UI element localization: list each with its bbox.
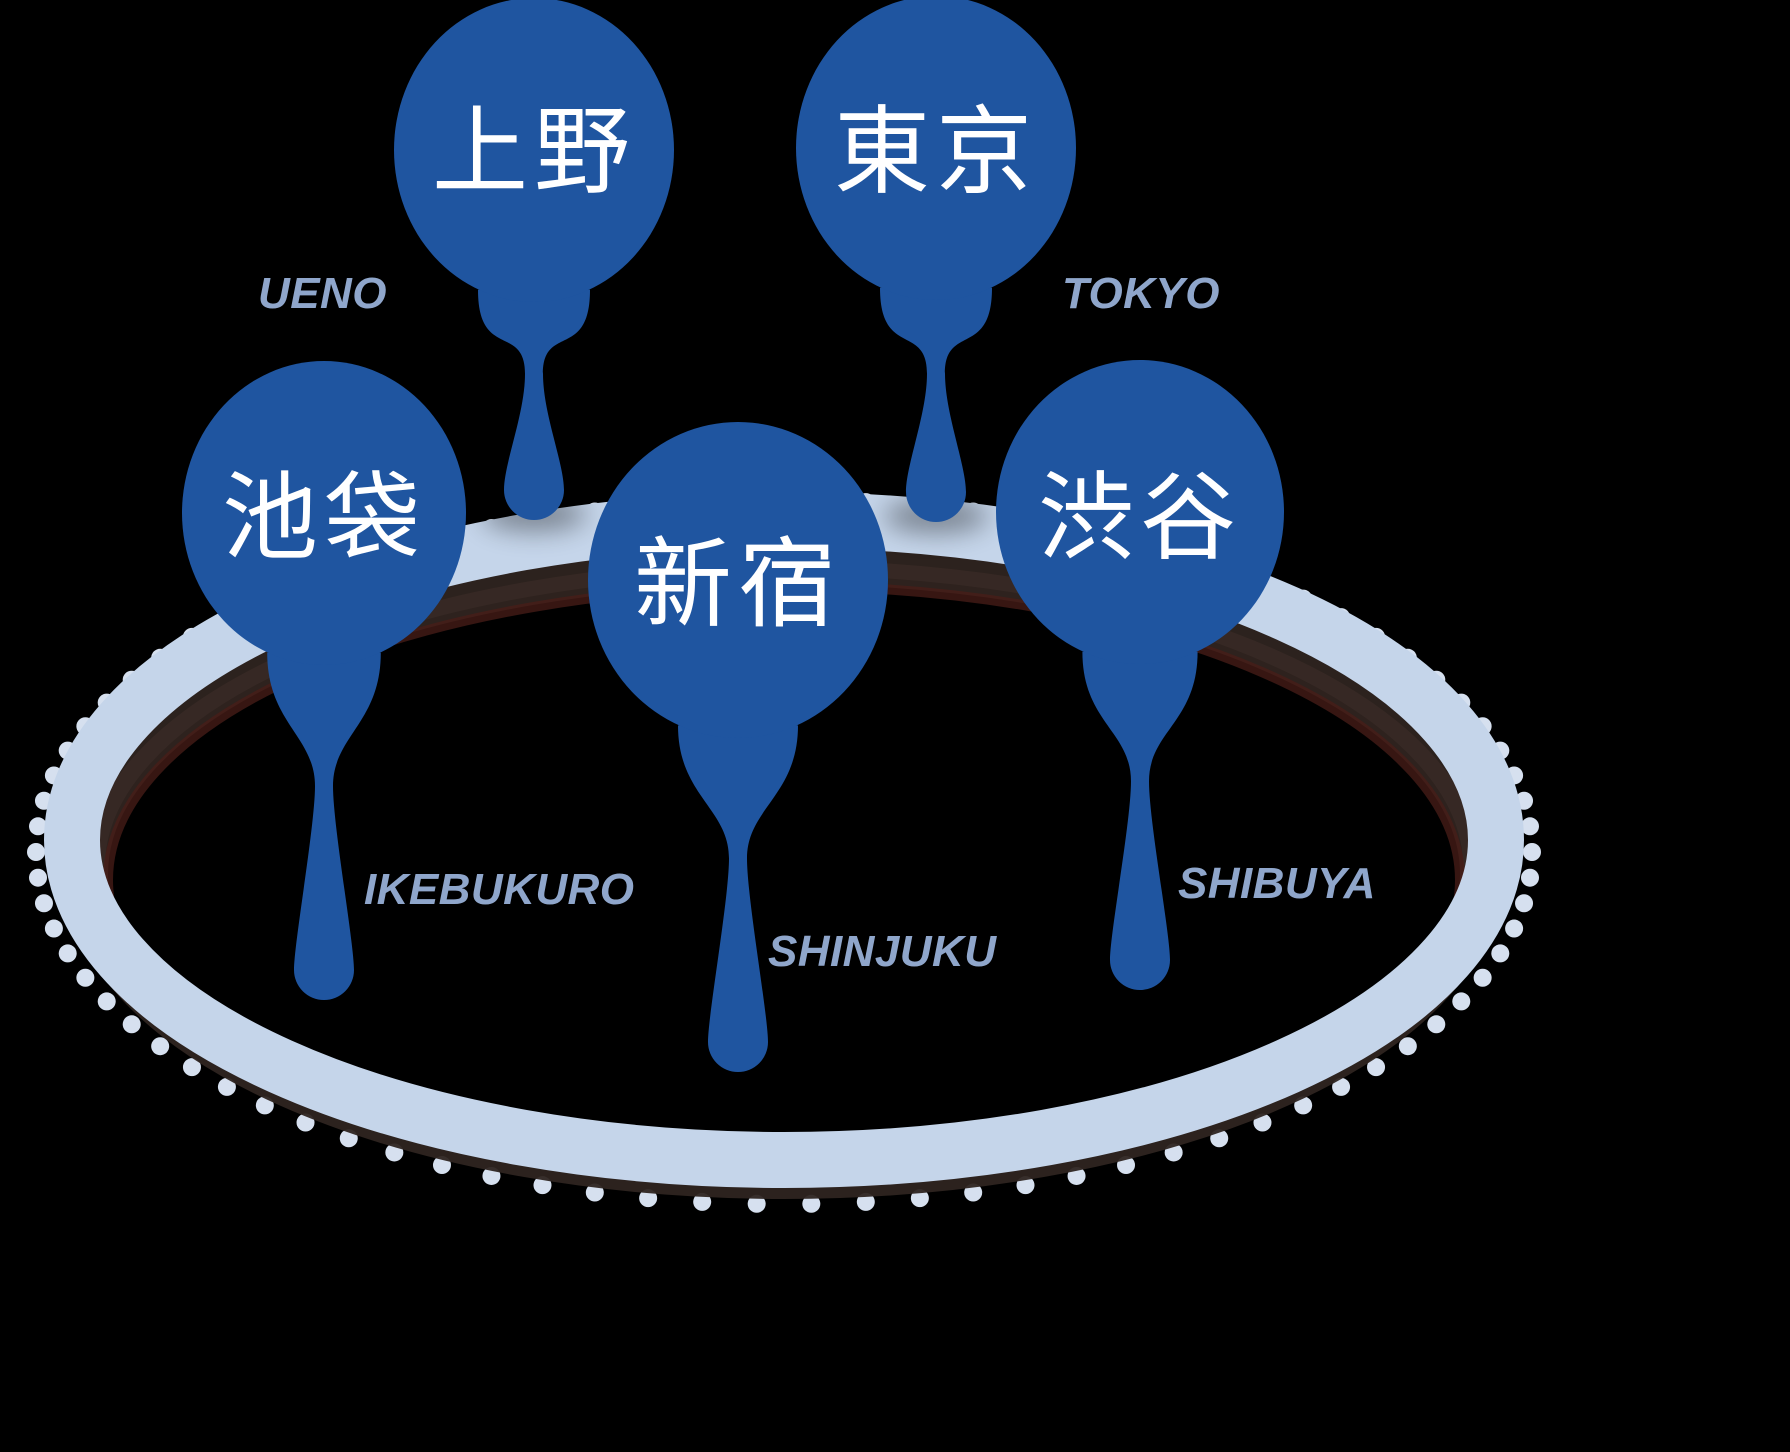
ring-dot bbox=[639, 1189, 658, 1208]
ring-dot bbox=[747, 1194, 766, 1213]
ring-dot bbox=[1473, 968, 1492, 987]
ring-dot bbox=[29, 817, 47, 836]
pin-head[interactable] bbox=[588, 422, 888, 738]
ring-dot bbox=[1427, 1015, 1446, 1034]
ring-dot bbox=[58, 944, 77, 963]
romaji-label-shinjuku: SHINJUKU bbox=[768, 927, 997, 976]
pin-head[interactable] bbox=[394, 0, 674, 302]
ring-dot bbox=[802, 1194, 821, 1213]
ring-dot bbox=[122, 1015, 141, 1034]
ring-dot bbox=[856, 1192, 875, 1211]
ring-dot bbox=[151, 1037, 170, 1056]
ring-dot bbox=[97, 992, 116, 1011]
pin-kanji-label: 渋谷 bbox=[1038, 462, 1242, 574]
pin-head[interactable] bbox=[182, 361, 466, 665]
ring-dot bbox=[76, 968, 95, 987]
romaji-label-ueno: UENO bbox=[258, 269, 387, 318]
pin-tail bbox=[478, 289, 590, 520]
ring-dot bbox=[44, 919, 63, 938]
ring-dot bbox=[1398, 1037, 1417, 1056]
ring-dot bbox=[255, 1096, 274, 1115]
station-pin-tokyo[interactable]: 東京 bbox=[796, 0, 1076, 533]
ring-dot bbox=[34, 894, 53, 913]
pin-head[interactable] bbox=[796, 0, 1076, 300]
ring-dot bbox=[1523, 843, 1541, 861]
romaji-label-tokyo: TOKYO bbox=[1062, 269, 1220, 318]
ring-dot bbox=[1332, 1077, 1351, 1096]
pin-tail bbox=[880, 287, 992, 522]
ring-dot bbox=[27, 843, 45, 861]
romaji-label-ikebukuro: IKEBUKURO bbox=[364, 865, 635, 914]
pin-tail bbox=[1082, 651, 1198, 990]
ring-dot bbox=[1505, 919, 1524, 938]
ring-dot bbox=[1521, 868, 1539, 887]
station-pin-ikebukuro[interactable]: 池袋 bbox=[182, 361, 466, 1011]
pin-tail bbox=[678, 725, 798, 1072]
pin-kanji-label: 東京 bbox=[834, 96, 1038, 208]
pin-kanji-label: 上野 bbox=[432, 96, 636, 208]
romaji-label-shibuya: SHIBUYA bbox=[1178, 859, 1376, 908]
ring-dot bbox=[1367, 1058, 1386, 1077]
pin-head[interactable] bbox=[996, 360, 1284, 664]
station-pin-shinjuku[interactable]: 新宿 bbox=[588, 422, 888, 1083]
pin-tail bbox=[267, 652, 381, 1000]
ring-dot bbox=[1491, 944, 1510, 963]
ring-dot bbox=[1515, 894, 1534, 913]
pin-kanji-label: 新宿 bbox=[634, 528, 842, 642]
ring-dot bbox=[910, 1189, 929, 1208]
ring-dot bbox=[182, 1058, 201, 1077]
pin-kanji-label: 池袋 bbox=[222, 462, 426, 574]
station-pin-ueno[interactable]: 上野 bbox=[394, 0, 674, 531]
ring-dot bbox=[1294, 1096, 1313, 1115]
ring-dot bbox=[693, 1192, 712, 1211]
station-pin-shibuya[interactable]: 渋谷 bbox=[996, 360, 1284, 1001]
ring-dot bbox=[29, 868, 47, 887]
ring-dot bbox=[217, 1077, 236, 1096]
ring-dot bbox=[1452, 992, 1471, 1011]
ring-dot bbox=[1521, 817, 1539, 836]
